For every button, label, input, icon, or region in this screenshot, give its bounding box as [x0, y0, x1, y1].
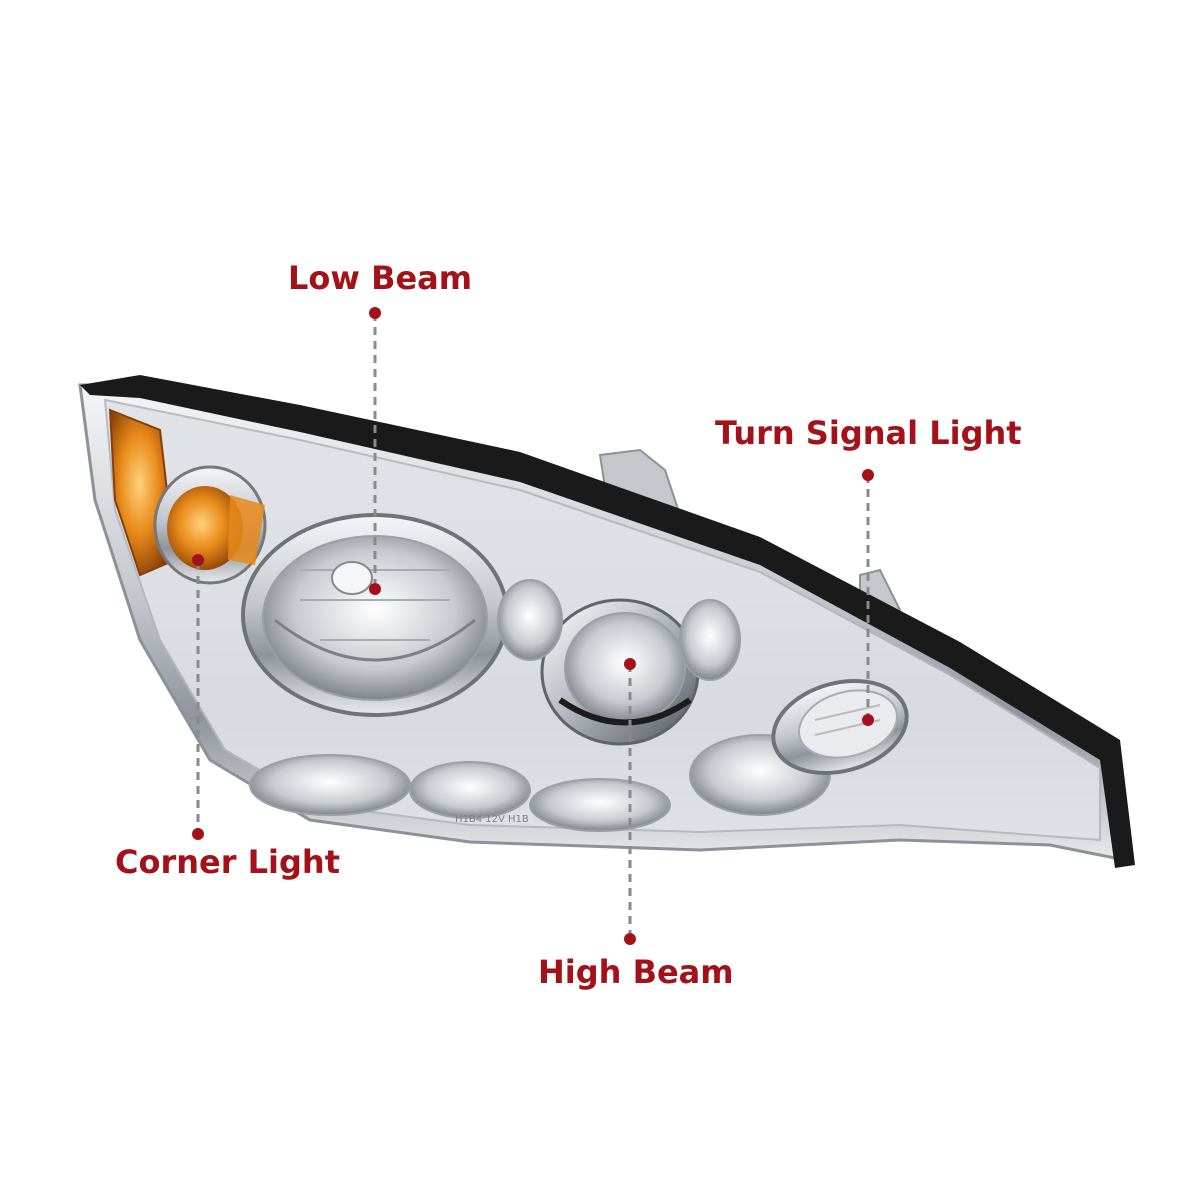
lens-marking-text: H1B4 12V H1B — [455, 814, 529, 825]
turn-signal-lamp — [771, 678, 909, 776]
corner-light-label: Corner Light — [115, 843, 340, 881]
high-beam-dot-top — [624, 658, 636, 670]
corner-light-dot-bottom — [192, 828, 204, 840]
low-beam-label: Low Beam — [288, 259, 473, 297]
turn-signal-label: Turn Signal Light — [715, 414, 1022, 452]
high-beam-label: High Beam — [538, 953, 734, 991]
corner-light-dot-top — [192, 554, 204, 566]
high-beam-reflector — [540, 598, 700, 746]
corner-light-assembly — [108, 408, 267, 585]
turn-signal-dot-bottom — [862, 714, 874, 726]
turn-signal-dot-top — [862, 469, 874, 481]
low-beam-dot-top — [369, 307, 381, 319]
callout-dots — [192, 307, 874, 945]
callout-leader-lines — [196, 313, 870, 937]
high-beam-dot-bottom — [624, 933, 636, 945]
low-beam-dot-bottom — [369, 583, 381, 595]
lower-reflector-bowls — [249, 579, 831, 832]
